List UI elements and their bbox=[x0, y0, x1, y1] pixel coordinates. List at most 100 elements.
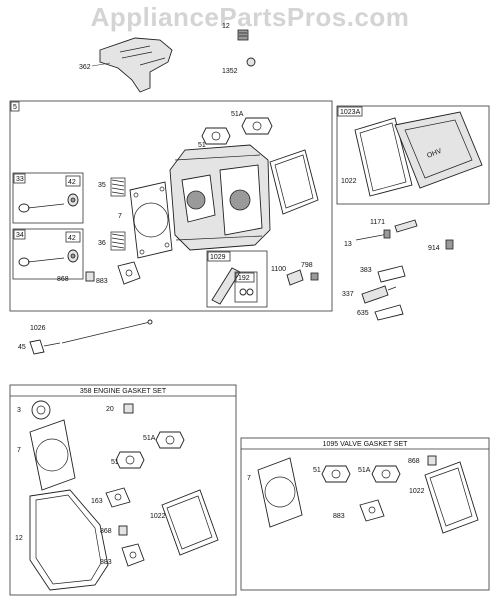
valve-33-box bbox=[12, 172, 84, 224]
part-868-seal-valve-set[interactable] bbox=[427, 455, 437, 466]
label-51a-set: 51A bbox=[143, 435, 156, 442]
part-13-bolt[interactable] bbox=[355, 229, 391, 241]
part-35-spring[interactable] bbox=[110, 177, 126, 197]
label-7: 7 bbox=[118, 213, 122, 220]
part-51a-gasket-set[interactable] bbox=[155, 431, 185, 449]
part-1022-cover-gasket[interactable] bbox=[354, 117, 413, 197]
part-33-valve[interactable] bbox=[18, 203, 65, 213]
label-33: 33 bbox=[16, 176, 24, 183]
label-868-valve-set: 868 bbox=[408, 458, 420, 465]
label-1352: 1352 bbox=[222, 68, 238, 75]
label-13: 13 bbox=[344, 241, 352, 248]
part-883-gasket[interactable] bbox=[117, 261, 141, 285]
valve-gasket-set-title: 1095 VALVE GASKET SET bbox=[323, 441, 409, 448]
part-34-valve[interactable] bbox=[18, 257, 65, 267]
label-883: 883 bbox=[96, 278, 108, 285]
label-51-valve-set: 51 bbox=[313, 467, 321, 474]
part-883-gasket-valve-set[interactable] bbox=[359, 499, 385, 522]
part-1352-nut[interactable] bbox=[246, 57, 256, 67]
part-868-seal-set[interactable] bbox=[118, 525, 128, 536]
label-7-set: 7 bbox=[17, 447, 21, 454]
label-34: 34 bbox=[16, 232, 24, 239]
label-1023a: 1023A bbox=[340, 109, 361, 116]
part-1100-breather[interactable] bbox=[286, 269, 304, 286]
label-635: 635 bbox=[357, 310, 369, 317]
part-1022-gasket-valve-set[interactable] bbox=[424, 461, 479, 534]
box-1029-tag bbox=[207, 251, 231, 262]
label-192: 192 bbox=[238, 275, 250, 282]
engine-gasket-set-title: 358 ENGINE GASKET SET bbox=[80, 388, 167, 395]
part-45-tappet[interactable] bbox=[29, 339, 61, 355]
label-1100: 1100 bbox=[271, 266, 286, 273]
part-1022-gasket-set[interactable] bbox=[161, 489, 219, 556]
part-163-gasket[interactable] bbox=[105, 487, 131, 508]
part-12-screw[interactable] bbox=[237, 29, 249, 41]
box-33-tag bbox=[13, 173, 26, 184]
label-1022-valve-set: 1022 bbox=[409, 488, 425, 495]
part-7-head-gasket-valve-set[interactable] bbox=[257, 457, 303, 528]
label-883-valve-set: 883 bbox=[333, 513, 345, 520]
part-51a-gasket[interactable] bbox=[241, 117, 273, 135]
rocker-1029-box bbox=[206, 250, 268, 308]
part-383-sleeve[interactable] bbox=[377, 265, 406, 283]
part-51-gasket-set[interactable] bbox=[115, 451, 145, 469]
label-1026: 1026 bbox=[30, 325, 46, 332]
part-1022-gasket[interactable] bbox=[269, 149, 319, 215]
box-34-tag bbox=[13, 229, 26, 240]
label-51a-valve-set: 51A bbox=[358, 467, 371, 474]
part-883-gasket-set[interactable] bbox=[121, 543, 145, 567]
label-42b: 42 bbox=[68, 235, 76, 242]
part-798-plug[interactable] bbox=[310, 272, 319, 281]
part-868-seal[interactable] bbox=[85, 271, 95, 282]
engine-gasket-set-box bbox=[9, 384, 237, 596]
part-914-stud[interactable] bbox=[445, 239, 454, 250]
box-1023a-tag bbox=[337, 106, 363, 117]
box-5-tag bbox=[10, 101, 20, 112]
label-51-set: 51 bbox=[111, 459, 119, 466]
part-362-shroud[interactable] bbox=[99, 37, 173, 93]
label-45: 45 bbox=[18, 344, 26, 351]
label-35: 35 bbox=[98, 182, 106, 189]
part-7-head-gasket-set[interactable] bbox=[29, 419, 76, 491]
part-3-oil-seal[interactable] bbox=[31, 400, 51, 420]
part-36-spring[interactable] bbox=[110, 231, 126, 251]
part-42-keeper-b[interactable] bbox=[67, 249, 79, 263]
label-868: 868 bbox=[57, 276, 69, 283]
label-1171: 1171 bbox=[370, 219, 385, 226]
label-42a: 42 bbox=[68, 179, 76, 186]
part-1026-push-rod[interactable] bbox=[61, 319, 153, 344]
part-192-box bbox=[234, 271, 258, 303]
label-868-set: 868 bbox=[100, 528, 112, 535]
label-1029: 1029 bbox=[210, 254, 226, 261]
part-42-keeper-a[interactable] bbox=[67, 193, 79, 207]
part-12-crankcase-gasket[interactable] bbox=[29, 489, 109, 591]
part-valve-cover[interactable]: OHV bbox=[394, 111, 483, 189]
label-51: 51 bbox=[198, 142, 206, 149]
part-20-seal[interactable] bbox=[123, 403, 134, 414]
part-192-pivot[interactable] bbox=[239, 288, 254, 296]
valve-34-box bbox=[12, 228, 84, 280]
label-362: 362 bbox=[79, 64, 91, 71]
part-51a-gasket-valve-set[interactable] bbox=[371, 465, 401, 483]
label-798: 798 bbox=[301, 262, 313, 269]
part-7-head-gasket[interactable] bbox=[129, 181, 173, 259]
part-337-spark-plug[interactable] bbox=[361, 285, 397, 304]
label-914: 914 bbox=[428, 245, 440, 252]
part-1171-fitting[interactable] bbox=[394, 219, 418, 233]
part-635-boot[interactable] bbox=[374, 304, 404, 321]
valve-gasket-set-box bbox=[240, 437, 490, 591]
part-cylinder-head[interactable] bbox=[169, 144, 271, 251]
label-383: 383 bbox=[360, 267, 372, 274]
valve-cover-box bbox=[336, 105, 490, 205]
label-36: 36 bbox=[98, 240, 106, 247]
label-20: 20 bbox=[106, 406, 114, 413]
part-51-gasket[interactable] bbox=[201, 127, 231, 145]
label-337: 337 bbox=[342, 291, 354, 298]
label-1022-set: 1022 bbox=[150, 513, 166, 520]
box-42b-tag bbox=[65, 231, 81, 243]
part-51-gasket-valve-set[interactable] bbox=[321, 465, 351, 483]
label-163: 163 bbox=[91, 498, 103, 505]
label-51a: 51A bbox=[231, 111, 244, 118]
